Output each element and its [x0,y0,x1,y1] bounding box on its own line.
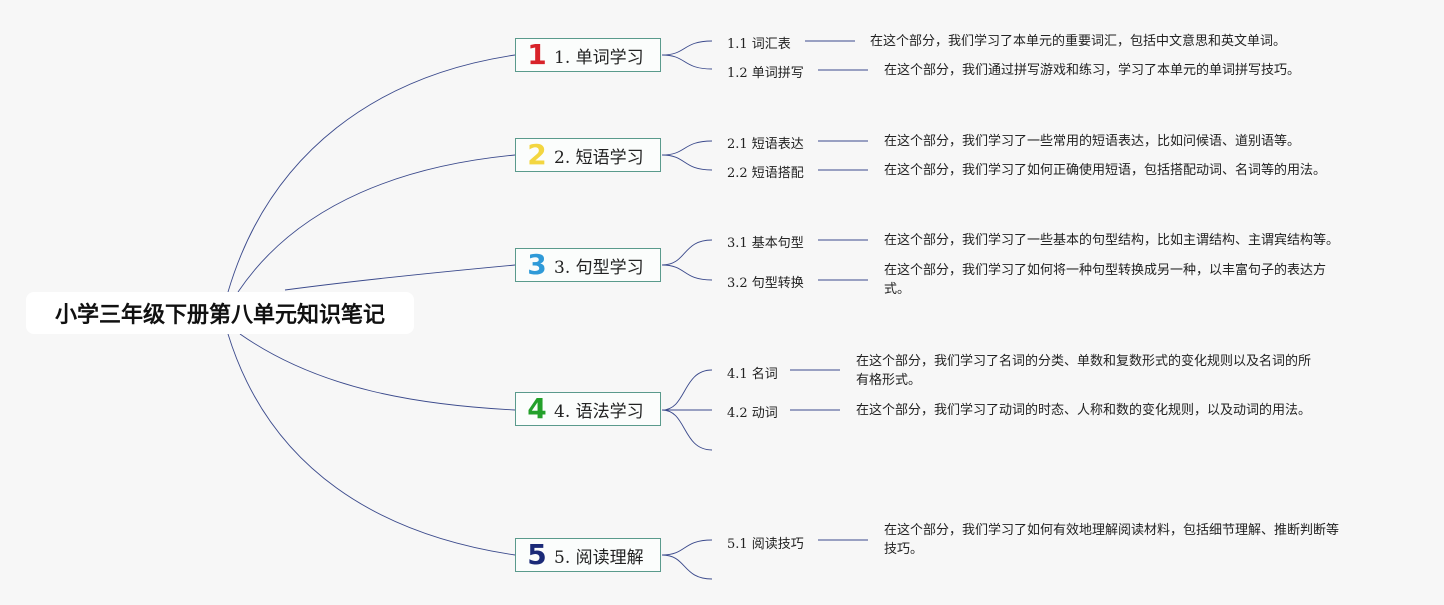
number-1-icon: 1 [527,38,547,71]
subtopic-2-2[interactable]: 2.2 短语搭配 [727,166,804,181]
number-3-icon: 3 [527,248,547,281]
topic-node-4[interactable]: 4 4. 语法学习 [515,392,661,426]
topic-label-5: 5. 阅读理解 [554,547,644,568]
topic-label-1: 1. 单词学习 [554,47,644,68]
connector-root-topic-3 [284,264,516,291]
subtopic-3-2[interactable]: 3.2 句型转换 [727,276,804,291]
fork-3-2 [661,264,713,281]
fork-5-2 [661,554,713,580]
number-5-icon: 5 [527,538,547,571]
topic-node-3[interactable]: 3 3. 句型学习 [515,248,661,282]
description-3-2-line-1: 在这个部分，我们学习了如何将一种句型转换成另一种，以丰富句子的表达方 [884,263,1327,278]
number-4-icon: 4 [527,392,547,425]
topic-node-5[interactable]: 5 5. 阅读理解 [515,538,661,572]
description-5-1: 在这个部分，我们学习了如何有效地理解阅读材料，包括细节理解、推断判断等 技巧。 [884,521,1339,559]
connector-root-topic-1 [227,54,516,293]
description-4-1-line-2: 有格形式。 [856,373,922,388]
topic-label-2: 2. 短语学习 [554,147,644,168]
connector-root-topic-5 [227,333,516,556]
fork-1-2 [661,54,713,70]
fork-1-1 [661,40,713,56]
subtopic-2-1[interactable]: 2.1 短语表达 [727,137,804,152]
fork-2-2 [661,154,713,171]
fork-3-1 [661,239,713,266]
topic-node-2[interactable]: 2 2. 短语学习 [515,138,661,172]
description-1-2: 在这个部分，我们通过拼写游戏和练习，学习了本单元的单词拼写技巧。 [884,63,1301,78]
subtopic-1-2[interactable]: 1.2 单词拼写 [727,66,804,81]
connector-root-topic-4 [239,333,516,411]
topic-label-3: 3. 句型学习 [554,257,644,278]
fork-5-1 [661,539,713,556]
description-2-2: 在这个部分，我们学习了如何正确使用短语，包括搭配动词、名词等的用法。 [884,163,1327,178]
topic-label-4: 4. 语法学习 [554,401,644,422]
description-3-2-line-2: 式。 [884,282,911,297]
description-1-1: 在这个部分，我们学习了本单元的重要词汇，包括中文意思和英文单词。 [870,34,1287,49]
subtopic-1-1[interactable]: 1.1 词汇表 [727,37,791,52]
description-3-2: 在这个部分，我们学习了如何将一种句型转换成另一种，以丰富句子的表达方 式。 [884,261,1326,299]
root-title: 小学三年级下册第八单元知识笔记 [54,303,385,328]
description-3-1: 在这个部分，我们学习了一些基本的句型结构，比如主谓结构、主谓宾结构等。 [884,233,1340,248]
description-2-1: 在这个部分，我们学习了一些常用的短语表达，比如问候语、道别语等。 [884,134,1301,149]
description-5-1-line-2: 技巧。 [884,542,924,557]
subtopic-4-2[interactable]: 4.2 动词 [727,406,778,421]
fork-4-1 [661,369,713,411]
description-5-1-line-1: 在这个部分，我们学习了如何有效地理解阅读材料，包括细节理解、推断判断等 [884,523,1340,538]
connector-root-topic-2 [237,154,516,293]
topic-node-1[interactable]: 1 1. 单词学习 [515,38,661,72]
subtopic-5-1[interactable]: 5.1 阅读技巧 [727,537,804,552]
fork-4-3 [661,409,713,451]
fork-2-1 [661,140,713,156]
description-4-2: 在这个部分，我们学习了动词的时态、人称和数的变化规则，以及动词的用法。 [856,403,1312,418]
root-node[interactable]: 小学三年级下册第八单元知识笔记 [26,292,414,334]
description-4-1: 在这个部分，我们学习了名词的分类、单数和复数形式的变化规则以及名词的所 有格形式… [856,352,1311,390]
number-2-icon: 2 [527,138,547,171]
subtopic-3-1[interactable]: 3.1 基本句型 [727,236,804,251]
subtopic-4-1[interactable]: 4.1 名词 [727,367,778,382]
description-4-1-line-1: 在这个部分，我们学习了名词的分类、单数和复数形式的变化规则以及名词的所 [856,354,1312,369]
